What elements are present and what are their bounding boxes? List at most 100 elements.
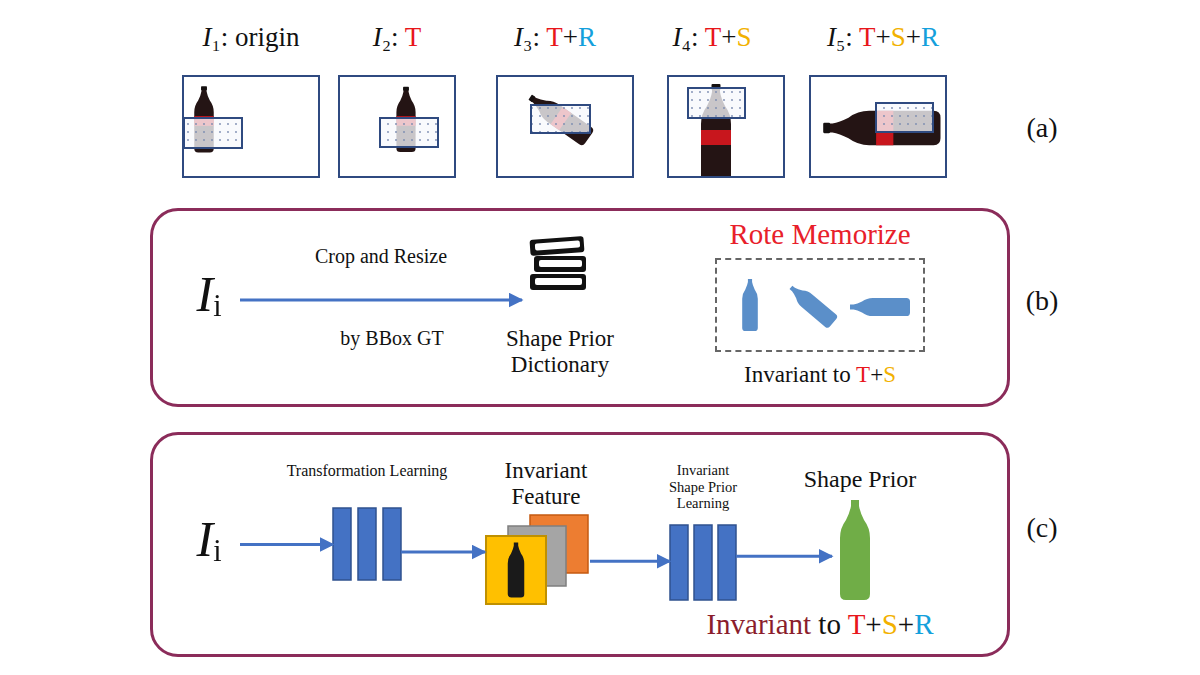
crop-region (380, 118, 438, 147)
image-frame: I₂: T (338, 75, 456, 178)
text-run: ₁: origin (211, 22, 299, 52)
crop-region (380, 118, 438, 147)
text-run: R (914, 608, 933, 640)
text-run: ᵢ (213, 511, 221, 567)
text-run: I (373, 22, 382, 52)
output-block: Shape Prior (832, 500, 878, 600)
text-run: by BBox GT (340, 327, 443, 349)
text-run: S (736, 22, 751, 52)
node-text: I₄: T+S (602, 22, 822, 53)
node-text: Rote Memorize (690, 218, 950, 251)
text-run: + (906, 22, 921, 52)
text-run: Invariant to (744, 362, 856, 387)
node-text: I₁: origin (141, 22, 361, 53)
text-run: S (882, 608, 898, 640)
text-run: to (811, 608, 848, 640)
feature-maps (486, 515, 588, 604)
book-icon (530, 236, 586, 290)
image-frame: I₅: T+S+R (809, 75, 947, 178)
image-frame: I₃: T+R (496, 75, 634, 178)
text-run: T (859, 22, 876, 52)
text-run: T (848, 608, 866, 640)
invariance-note: Invariant to T+S+R (630, 608, 1010, 641)
text-run: + (870, 362, 883, 387)
shape-prior-silhouette (840, 500, 870, 600)
text-run: Invariant (706, 608, 811, 640)
node-text: Shape Prior Dictionary (475, 326, 645, 379)
memorize-box: Rote MemorizeInvariant to T+S (715, 258, 925, 352)
text-run: + (563, 22, 578, 52)
crop-region (876, 103, 933, 132)
node-text: Invariant to T+S (690, 362, 950, 388)
node-text: Shape Prior (775, 466, 945, 494)
panel-frame: (b)IᵢShape Prior DictionaryRote Memorize… (150, 208, 1010, 407)
image-frame: I₄: T+S (667, 75, 785, 178)
text-run: Rote Memorize (729, 218, 910, 250)
text-run: ₅: (836, 22, 859, 52)
text-run: Invariant Shape Prior Learning (669, 462, 737, 511)
crop-region (876, 103, 933, 132)
dictionary-block: Shape Prior Dictionary (522, 232, 594, 368)
node-text: (b) (1007, 285, 1077, 317)
node-text: Invariant Feature (486, 458, 606, 511)
text-run: T (705, 22, 722, 52)
input-symbol: Iᵢ (178, 268, 240, 332)
text-run: (a) (1026, 112, 1057, 143)
text-run: I (197, 511, 214, 567)
text-run: + (721, 22, 736, 52)
bottle-image (524, 89, 595, 147)
text-run: ᵢ (213, 266, 221, 322)
crop-region (531, 105, 590, 133)
node-text: (c) (1007, 512, 1077, 544)
text-run: + (865, 608, 881, 640)
edge-label: Crop and Resize (271, 245, 491, 268)
feature-block: Invariant Feature (485, 515, 590, 605)
crop-region (184, 118, 242, 148)
network-layers (670, 525, 736, 600)
node-text: Iᵢ (169, 511, 249, 569)
text-run: T (546, 22, 563, 52)
text-run: ₄: (682, 22, 705, 52)
flow-arrow (240, 543, 333, 546)
text-run: Transformation Learning (287, 462, 448, 479)
node-text: Iᵢ (169, 266, 249, 324)
text-run: R (921, 22, 939, 52)
network-layers (333, 508, 401, 580)
node-text: I₂: T (287, 22, 507, 53)
text-run: (c) (1026, 512, 1057, 543)
flow-arrow (590, 560, 670, 563)
text-run: Shape Prior (804, 466, 917, 492)
bottle-silhouette (850, 298, 910, 316)
text-run: I (673, 22, 682, 52)
text-run: ₂: (382, 22, 405, 52)
node-text: Invariant Shape Prior Learning (661, 462, 746, 512)
text-run: Invariant Feature (504, 458, 587, 509)
text-run: S (891, 22, 906, 52)
node-text: I₅: T+S+R (773, 22, 993, 53)
input-symbol: Iᵢ (178, 513, 240, 577)
node-text: Transformation Learning (267, 462, 467, 480)
image-frame: I₁: origin (182, 75, 320, 178)
text-run: Shape Prior Dictionary (506, 326, 614, 377)
text-run: T (856, 362, 870, 387)
crop-region (688, 88, 745, 118)
text-run: + (898, 608, 914, 640)
text-run: I (197, 266, 214, 322)
text-run: I (827, 22, 836, 52)
network-block: Invariant Shape Prior Learning (670, 525, 736, 600)
network-block: Transformation Learning (333, 508, 401, 580)
text-run: (b) (1026, 285, 1059, 316)
crop-region (688, 88, 745, 118)
panel-tag: (a) (1007, 112, 1077, 144)
bottle-silhouette (786, 281, 839, 329)
bottle-silhouette (742, 279, 758, 331)
node-text: I₃: T+R (445, 22, 665, 53)
flow-arrow (736, 555, 832, 558)
crop-region (184, 118, 242, 148)
text-run: ₃: (523, 22, 546, 52)
text-run: R (578, 22, 596, 52)
flow-arrow (240, 299, 522, 302)
text-run: I (514, 22, 523, 52)
text-run: T (405, 22, 422, 52)
text-run: Crop and Resize (315, 245, 447, 267)
